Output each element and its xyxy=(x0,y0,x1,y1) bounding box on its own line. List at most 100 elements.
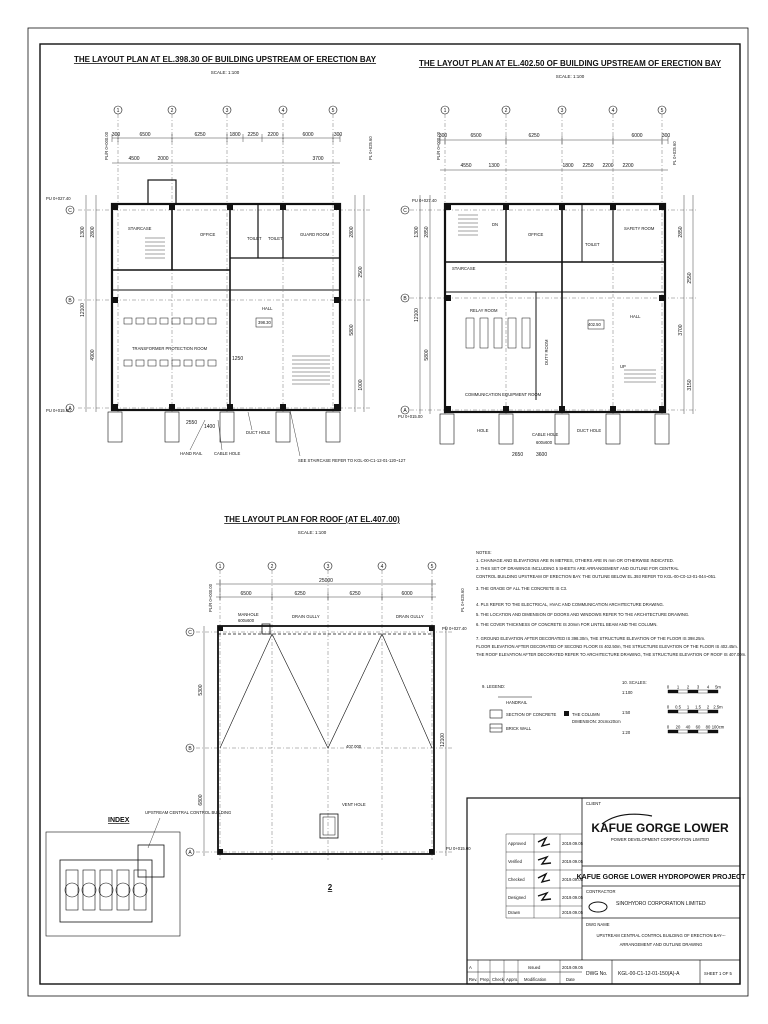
plan3-section-mark: 2 xyxy=(328,883,333,892)
plan1-axis-2: 2 xyxy=(171,108,174,114)
outer-frame xyxy=(27,27,749,997)
tb-role-checked: Checked xyxy=(508,877,525,882)
note-7: 7. GROUND ELEVATION AFTER DECORATED IS 3… xyxy=(476,636,705,641)
tb-role-verified: Verified xyxy=(508,859,523,864)
plan2-dim-300a: 300 xyxy=(439,133,448,139)
plan3-label-drain-2: DRAIN GULLY xyxy=(396,614,424,619)
scale-tick-label: 0.5 xyxy=(675,705,681,710)
scale-tick-label: 2 xyxy=(707,705,710,710)
plan1-row-b: B xyxy=(68,298,72,304)
plan2-dim-6500: 6500 xyxy=(470,133,481,139)
scale-bar-segment xyxy=(667,689,679,694)
plan2-dim-r1: 2850 xyxy=(678,226,684,237)
plan1-room-guard: GUARD ROOM xyxy=(300,232,330,237)
plan2-dim-1300: 1300 xyxy=(488,163,499,169)
plan1-dim-l1: 1300 xyxy=(80,226,86,237)
plan1-bottom-dim-1: 2550 xyxy=(186,420,197,426)
tb-role-approved: Approved xyxy=(508,841,527,846)
plan1-dim-chain-sides xyxy=(85,195,365,412)
plan1-dim-r1: 2800 xyxy=(349,226,355,237)
tb-rev-cell-issued: Issued xyxy=(528,965,541,970)
plan3-label-level: 407.000 xyxy=(346,744,362,749)
plan3-label-drain-1: DRAIN GULLY xyxy=(292,614,320,619)
signature-3 xyxy=(537,872,551,884)
plan1-dim-r2: 2500 xyxy=(358,266,364,277)
plan1-dim-2200: 2200 xyxy=(267,132,278,138)
plan1-room-toilet-a: TOILET xyxy=(247,236,262,241)
plan2-room-office: OFFICE xyxy=(528,232,544,237)
scale-row-label: 1:50 xyxy=(622,710,631,715)
plan2-dim-r4: 3150 xyxy=(687,379,693,390)
plan2-axis-1: 1 xyxy=(444,108,447,114)
scale-tick-label: 1 xyxy=(677,685,680,690)
plan3-axis-lines xyxy=(196,570,454,860)
tb-client-sub: POWER DEVELOPMENT CORPORATION LIMITED xyxy=(611,837,709,842)
tb-contractor: SINOHYDRO CORPORATION LIMITED xyxy=(616,901,706,907)
plan3-label-manhole-size: 600x600 xyxy=(238,618,255,623)
plan1-bottom-dim-2: 1400 xyxy=(204,424,215,430)
scale-bar-segment xyxy=(707,689,719,694)
plan2-dim-2200a: 2200 xyxy=(602,163,613,169)
scale-tick-label: 1.5 xyxy=(695,705,701,710)
plan3-axis-4: 4 xyxy=(381,564,384,570)
scale-tick-label: 40 xyxy=(686,725,691,730)
tb-date-4: 2019.09.05 xyxy=(562,895,584,900)
plan1-axis-4: 4 xyxy=(282,108,285,114)
plan2-dim-l2: 2850 xyxy=(424,226,430,237)
scale-row-label: 1:20 xyxy=(622,730,631,735)
plan2-room-duty: DUTY ROOM xyxy=(544,339,549,365)
plan3-dim-l2: 6800 xyxy=(198,794,204,805)
plan3-dim-6500: 6500 xyxy=(240,591,251,597)
plan1-dim-6250: 6250 xyxy=(194,132,205,138)
plan2-room-staircase: STAIRCASE xyxy=(452,266,476,271)
plan3-dim-6000: 6000 xyxy=(401,591,412,597)
tb-role-designed: Designed xyxy=(508,895,526,900)
inner-frame xyxy=(39,43,741,985)
plan1-dim-4500: 4500 xyxy=(128,156,139,162)
plan2-room-toilet: TOILET xyxy=(585,242,600,247)
scale-bar-segment xyxy=(687,729,699,734)
index-title: INDEX xyxy=(108,817,130,824)
scale-tick-label: 4 xyxy=(707,685,710,690)
tb-revision-table: A Issued 2019.09.05 Rev. Prep. Check App… xyxy=(469,960,584,984)
legend-column-swatch xyxy=(564,711,569,716)
scales-heading: 10. SCALES: xyxy=(622,680,647,685)
plan1-dim-r4: 1000 xyxy=(358,379,364,390)
plan3-outline xyxy=(217,623,435,855)
note-1: 1. CHAINAGE AND ELEVATIONS ARE IN METRES… xyxy=(476,558,674,563)
plan2-callout-duct: DUCT HOLE xyxy=(577,428,601,433)
plan2-bottom-dim-3: 600x600 xyxy=(536,440,553,445)
scale-bar-segment xyxy=(677,729,689,734)
tb-date-3: 2019.09.05 xyxy=(562,877,584,882)
plan3-row-c: C xyxy=(188,630,192,636)
plan1-room-transformer: TRANSFORMER PROTECTION ROOM xyxy=(132,346,208,351)
tb-rev-h-date: Date xyxy=(566,977,576,982)
plan3-dim-chain-sides xyxy=(203,626,447,856)
plan3-dim-6250b: 6250 xyxy=(349,591,360,597)
plan1-bottom-dim-3: 1250 xyxy=(232,356,243,362)
plan1-mark-pu-27: PU 0+027.40 xyxy=(46,196,71,201)
plan1-callout-handrail: HAND RAIL xyxy=(180,451,203,456)
plan2-dim-l1: 1300 xyxy=(414,226,420,237)
tb-signatures: Approved Verified Checked Designed Drawn… xyxy=(505,833,584,919)
plan1-callout-duct: DUCT HOLE xyxy=(246,430,270,435)
plan2-dim-6000: 6000 xyxy=(631,133,642,139)
tb-contractor-label: CONTRACTOR xyxy=(586,889,615,894)
plan3-dim-chain-top xyxy=(216,580,436,600)
plan1-dim-3700: 3700 xyxy=(312,156,323,162)
legend-column-dim: DIMENSION: 20cmx20cm xyxy=(572,719,621,724)
plan3-row-a: A xyxy=(188,850,192,856)
plan2-mark-plr: PL/R 0+000.00 xyxy=(436,131,441,160)
plan1-room-staircase: STAIRCASE xyxy=(128,226,152,231)
scale-tick-label: 0 xyxy=(667,685,670,690)
plan-el-398-30: THE LAYOUT PLAN AT EL.398.30 OF BUILDING… xyxy=(46,55,406,463)
note-7c: THE ROOF ELEVATION AFTER DECORATED REFER… xyxy=(476,652,746,657)
plan2-axis-3: 3 xyxy=(561,108,564,114)
plan1-mark-pl: PL 0+025.60 xyxy=(368,136,373,160)
plan2-dim-4550: 4550 xyxy=(460,163,471,169)
plan2-callout-up: UP xyxy=(620,364,626,369)
legend-handrail: HANDRAIL xyxy=(506,700,528,705)
plan1-dim-2250: 2250 xyxy=(247,132,258,138)
plan1-axis-1: 1 xyxy=(117,108,120,114)
